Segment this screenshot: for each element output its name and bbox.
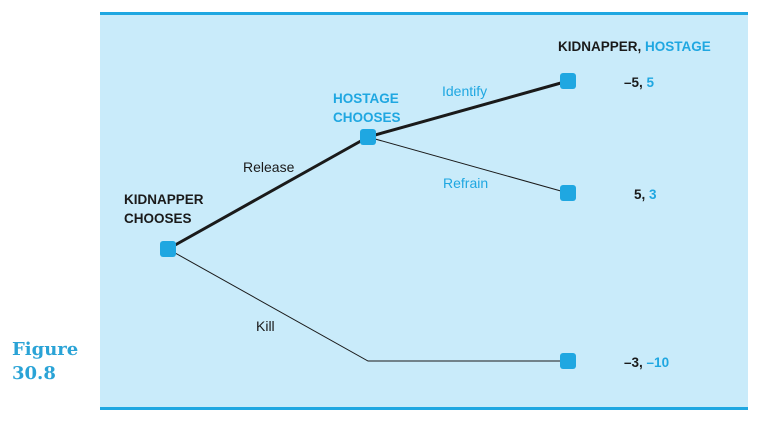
node-terminal-refrain <box>560 185 576 201</box>
payoff-identify: –5, 5 <box>624 75 655 90</box>
header-player2: HOSTAGE <box>645 39 711 54</box>
header-separator: , <box>638 39 646 54</box>
node-hostage <box>360 129 376 145</box>
edge-label-refrain: Refrain <box>443 175 488 191</box>
edge-label-kill: Kill <box>256 318 275 334</box>
node-label-kidnapper: KIDNAPPER CHOOSES <box>124 192 207 226</box>
edge-label-release: Release <box>243 159 295 175</box>
diagram-panel <box>100 12 748 410</box>
header-player1: KIDNAPPER <box>558 39 638 54</box>
node-label-hostage: HOSTAGE CHOOSES <box>333 91 403 125</box>
edge-label-identify: Identify <box>442 83 487 99</box>
edge-release <box>167 135 369 251</box>
figure-label-word: Figure <box>12 339 79 360</box>
node-terminal-kill <box>560 353 576 369</box>
payoff-kill: –3, –10 <box>624 355 669 370</box>
payoff-header: KIDNAPPER, HOSTAGE <box>558 39 711 54</box>
edge-refrain <box>367 136 569 194</box>
figure-label-number: 30.8 <box>12 363 56 384</box>
figure-label: Figure 30.8 <box>12 338 78 386</box>
payoff-refrain: 5, 3 <box>634 187 657 202</box>
edge-kill <box>167 248 568 362</box>
node-kidnapper <box>160 241 176 257</box>
node-terminal-identify <box>560 73 576 89</box>
edge-identify <box>367 79 569 139</box>
